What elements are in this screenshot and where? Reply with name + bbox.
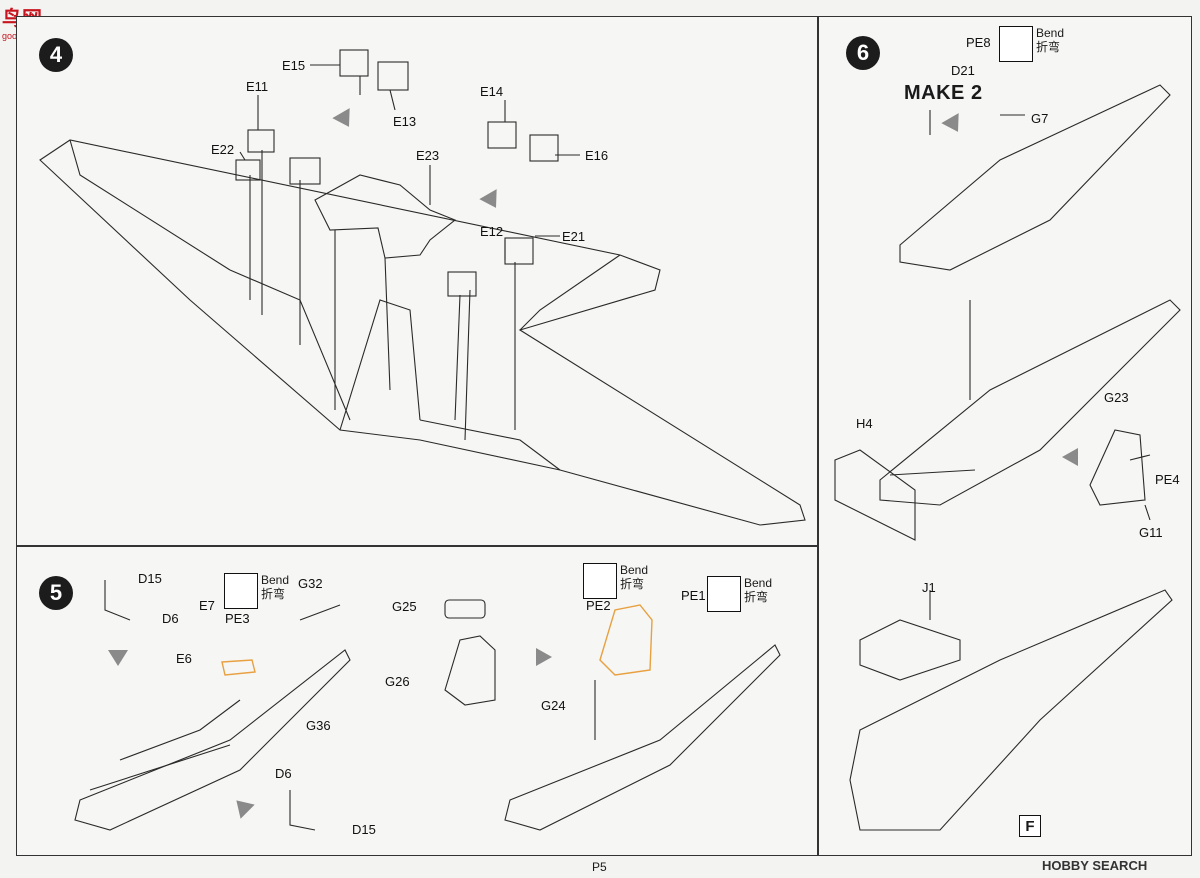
- part-label-g11: G11: [1139, 525, 1163, 540]
- part-label-e7: E7: [199, 598, 215, 613]
- part-label-d15-bottom: D15: [352, 822, 376, 837]
- part-label-pe1: PE1: [681, 588, 706, 603]
- bend-label-cn: 折弯: [620, 577, 645, 591]
- fuselage-step6-c: [849, 589, 1173, 831]
- bend-icon: [583, 563, 617, 599]
- part-label-g7: G7: [1031, 111, 1049, 126]
- bracket-e16: [529, 134, 559, 162]
- bracket-e14: [487, 121, 517, 149]
- part-label-g23: G23: [1104, 390, 1129, 405]
- part-label-e11: E11: [246, 79, 269, 94]
- step-6-number: 6: [846, 36, 880, 70]
- bend-label-en: Bend: [261, 573, 290, 587]
- make-quantity-label: MAKE 2: [904, 82, 983, 104]
- step-6-panel: [818, 16, 1192, 856]
- part-label-pe3: PE3: [225, 611, 250, 626]
- part-label-pe8: PE8: [966, 35, 991, 50]
- panel-h4: [834, 449, 916, 541]
- bracket-e13: [377, 61, 409, 91]
- part-label-e21: E21: [562, 229, 586, 244]
- part-label-d6-top: D6: [162, 611, 179, 626]
- part-label-e14: E14: [480, 84, 504, 99]
- step-5-number: 5: [39, 576, 73, 610]
- bend-icon: [707, 576, 741, 612]
- right-arrow-icon: [536, 648, 552, 666]
- wing-outline: [39, 139, 806, 526]
- bend-label-cn: 折弯: [744, 590, 769, 604]
- bend-label-cn: 折弯: [261, 587, 286, 601]
- bend-label-en: Bend: [620, 563, 649, 577]
- part-label-e22: E22: [211, 142, 235, 157]
- part-label-e6: E6: [176, 651, 192, 666]
- cockpit-floor-left: [74, 649, 351, 831]
- bracket-e12: [447, 271, 477, 297]
- bend-label-en: Bend: [1036, 26, 1065, 40]
- fuselage-step6-a: [899, 84, 1171, 271]
- etched-pe1-pe2: [599, 604, 653, 676]
- bracket-e15: [339, 49, 369, 77]
- step-4-number: 4: [39, 38, 73, 72]
- step-4-panel: [16, 16, 818, 546]
- part-label-g24: G24: [541, 698, 566, 713]
- bracket-e21: [504, 237, 534, 265]
- part-label-g25: G25: [392, 599, 417, 614]
- part-label-e15: E15: [282, 58, 306, 73]
- bend-icon: [224, 573, 258, 609]
- part-label-h4: H4: [856, 416, 873, 431]
- fuselage-step6-b: [879, 299, 1181, 506]
- bend-label-cn: 折弯: [1036, 40, 1061, 54]
- step-5-panel: [16, 546, 818, 856]
- hobby-search-logo: HOBBY SEARCH: [1042, 858, 1147, 873]
- bend-label-en: Bend: [744, 576, 773, 590]
- seat-armor-e23: [314, 174, 457, 259]
- part-label-d21: D21: [951, 63, 975, 78]
- parts-sheet-letter: F: [1019, 815, 1041, 837]
- panel-g23: [1089, 429, 1146, 506]
- down-arrow-icon: [108, 650, 128, 666]
- part-label-d15-top: D15: [138, 571, 162, 586]
- left-arrow-icon: [1062, 448, 1078, 466]
- etched-pe3: [221, 659, 256, 676]
- part-label-d6-bottom: D6: [275, 766, 292, 781]
- part-label-e23: E23: [416, 148, 440, 163]
- part-label-pe4: PE4: [1155, 472, 1180, 487]
- part-label-e12: E12: [480, 224, 504, 239]
- part-label-g32: G32: [298, 576, 323, 591]
- bend-icon: [999, 26, 1033, 62]
- hobby-search-text: HOBBY SEARCH: [1042, 858, 1148, 873]
- part-label-e16: E16: [585, 148, 609, 163]
- part-label-e13: E13: [393, 114, 417, 129]
- part-label-g26: G26: [385, 674, 410, 689]
- bracket-e11: [247, 129, 275, 153]
- bracket-e22: [235, 159, 261, 181]
- cockpit-floor-right: [504, 644, 781, 831]
- page-number: P5: [592, 860, 607, 874]
- headrest-g25: [444, 599, 486, 619]
- part-label-pe2: PE2: [586, 598, 611, 613]
- part-label-g36: G36: [306, 718, 331, 733]
- part-label-j1: J1: [922, 580, 936, 595]
- seat-g26: [444, 635, 496, 706]
